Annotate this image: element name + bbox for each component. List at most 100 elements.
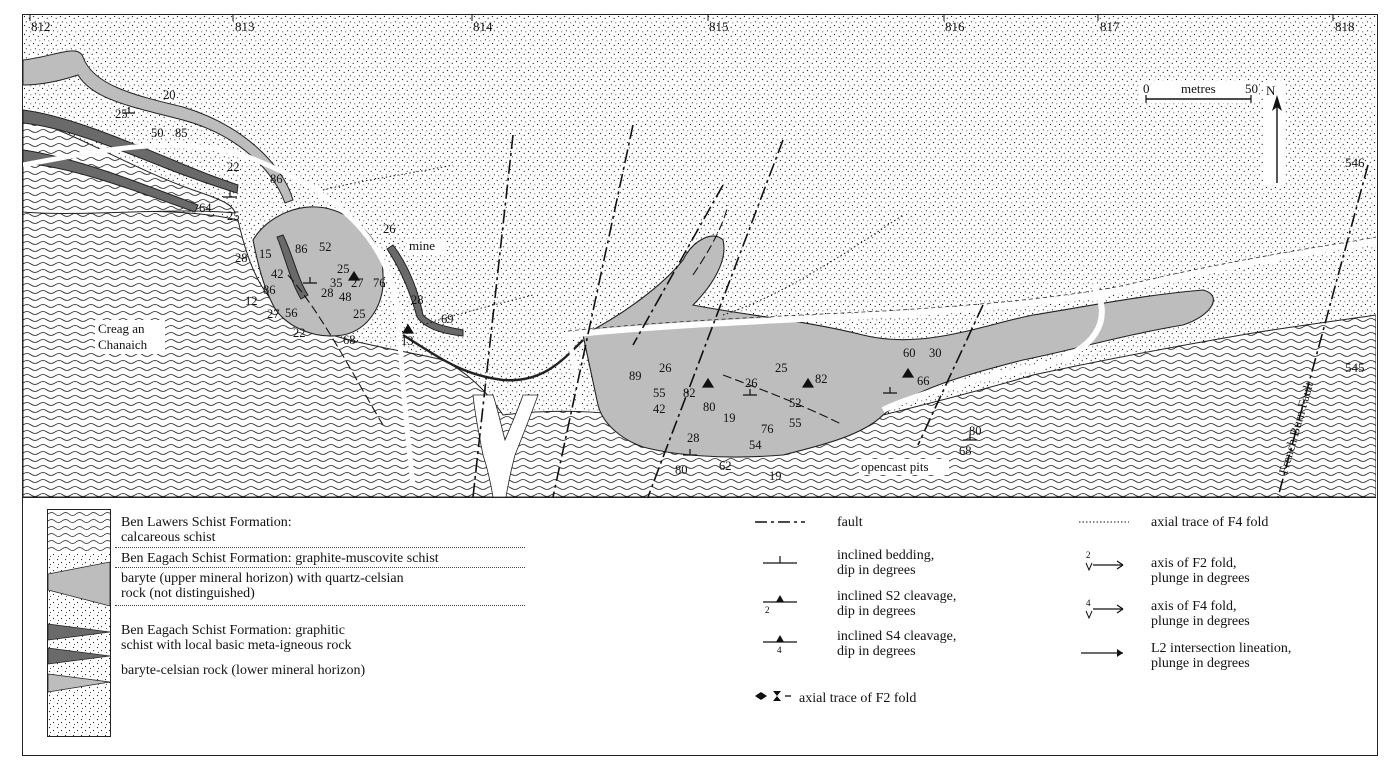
dip-value: 62 [719,459,732,473]
dip-value: 52 [319,240,332,254]
legend-swatch-column [47,509,111,737]
dip-value: 25 [337,262,350,276]
fault-lines [472,124,1369,497]
dip-value: 42 [653,402,666,416]
legend-text-line: inclined S2 cleavage, [837,589,957,604]
f2-axial-traces [287,204,844,426]
place-creag-an: Creag an [98,321,145,336]
dip-value: 25 [227,209,240,223]
swatch-graphitic-2 [47,647,111,665]
graphitic-schist-band-4 [386,244,464,337]
legend-l2-lineation: L2 intersection lineation, plunge in deg… [1151,641,1291,671]
dip-value: 27 [351,276,364,290]
baryte-lower-horizon [23,50,294,204]
legend-text-line: fault [837,515,863,530]
dip-value: 86 [295,242,308,256]
dip-value: 64 [199,201,212,215]
legend-text-line: axis of F4 fold, [1151,599,1237,614]
dip-value: 28 [321,286,334,300]
legend-text-line: Ben Eagach Schist Formation: graphite-mu… [121,551,439,566]
dip-value: 26 [745,376,758,390]
f4-axis-number: 4 [1086,598,1091,608]
grid-label-546: 546 [1345,155,1365,170]
f2-axis-v [1085,562,1093,572]
legend-text-line: Ben Lawers Schist Formation: [121,515,292,530]
dip-value: 82 [815,372,828,386]
graphitic-schist-band-1 [23,109,239,194]
f2-axis-number: 2 [1086,550,1091,560]
grid-label-814: 814 [473,19,493,34]
dip-value: 80 [675,463,688,477]
grid-label-545: 545 [1345,360,1365,375]
legend-text-line: baryte-celsian rock (lower mineral horiz… [121,663,366,678]
s2-symbol-number: 2 [765,605,770,615]
graphitic-schist-band-2 [23,149,199,213]
legend-baryte-lower: baryte-celsian rock (lower mineral horiz… [121,663,365,678]
legend-text-line: axial trace of F2 fold [799,691,917,706]
dip-value: 25 [353,307,366,321]
track [567,238,1376,338]
dip-value: 76 [761,422,774,436]
legend-text-line: calcareous schist [121,530,216,545]
legend-text-line: inclined S4 cleavage, [837,629,957,644]
f2-axis-arrow [1116,560,1124,570]
dip-value: 22 [293,326,306,340]
dip-value: 82 [683,386,696,400]
grid-label-813: 813 [235,19,255,34]
dip-value: 55 [653,386,666,400]
legend-swatches [47,510,111,736]
swatch-graphitic-1 [47,623,111,641]
dip-value: 68 [343,333,356,347]
dip-value: 27 [267,307,280,321]
map-canvas: 812 813 814 815 816 817 818 546 545 Crea… [23,15,1376,497]
legend-text-line: plunge in degrees [1151,614,1250,629]
contact-line [402,333,584,382]
dip-value: 69 [441,312,454,326]
legend-right-symbols: 2 4 [1079,521,1129,657]
legend-text-line: inclined bedding, [837,548,935,563]
dip-value: 80 [969,424,982,438]
f4-axis-arrow [1116,604,1124,614]
dip-value: 35 [330,276,343,290]
legend-text-line: baryte (upper mineral horizon) with quar… [121,571,404,586]
dip-value: 52 [789,396,802,410]
dip-value: 25 [775,361,788,375]
track-outline [567,236,1376,332]
dip-value: 28 [687,431,700,445]
dip-value: 85 [175,126,188,140]
dip-value: 55 [789,416,802,430]
dip-value: 19 [723,411,736,425]
place-mine: mine [409,238,435,253]
dip-value: 68 [959,444,972,458]
dip-value: 89 [629,369,642,383]
dip-value: 54 [749,438,762,452]
baryte-fold-band [252,206,384,337]
grid-label-818: 818 [1335,19,1355,34]
legend-text-line: Ben Eagach Schist Formation: graphitic [121,623,345,638]
f4-axial-traces [322,164,904,326]
place-opencast-pits: opencast pits [861,459,929,474]
north-arrow-head [1272,95,1282,111]
s4-symbol-triangle [776,635,784,642]
baryte-upper-horizon [582,235,1214,458]
dip-value: 86 [270,172,283,186]
legend-calcareous-schist: Ben Lawers Schist Formation: calcareous … [121,515,292,545]
place-label-backdrop [95,320,165,354]
dip-value: 42 [271,267,284,281]
swatch-baryte-lower [47,673,111,693]
legend-inclined-bedding: inclined bedding, dip in degrees [837,548,934,578]
opencast-label-backdrop [859,459,949,475]
dip-value: 80 [703,400,716,414]
scale-max: 50 [1245,81,1258,96]
legend-text-line: L2 intersection lineation, [1151,641,1292,656]
f2-symbol-diamond [755,692,767,700]
track-lower [881,283,1105,413]
geological-map-figure: 812 813 814 815 816 817 818 546 545 Crea… [22,14,1378,756]
grid-label-816: 816 [945,19,965,34]
scale-backdrop [1139,81,1259,103]
dip-value: 50 [151,126,164,140]
grid-ticks-top [29,15,1334,21]
legend-graphite-muscovite: Ben Eagach Schist Formation: graphite-mu… [121,551,439,566]
legend-f4-axis: axis of F4 fold, plunge in degrees [1151,599,1250,629]
l2-arrowhead [1117,649,1123,657]
